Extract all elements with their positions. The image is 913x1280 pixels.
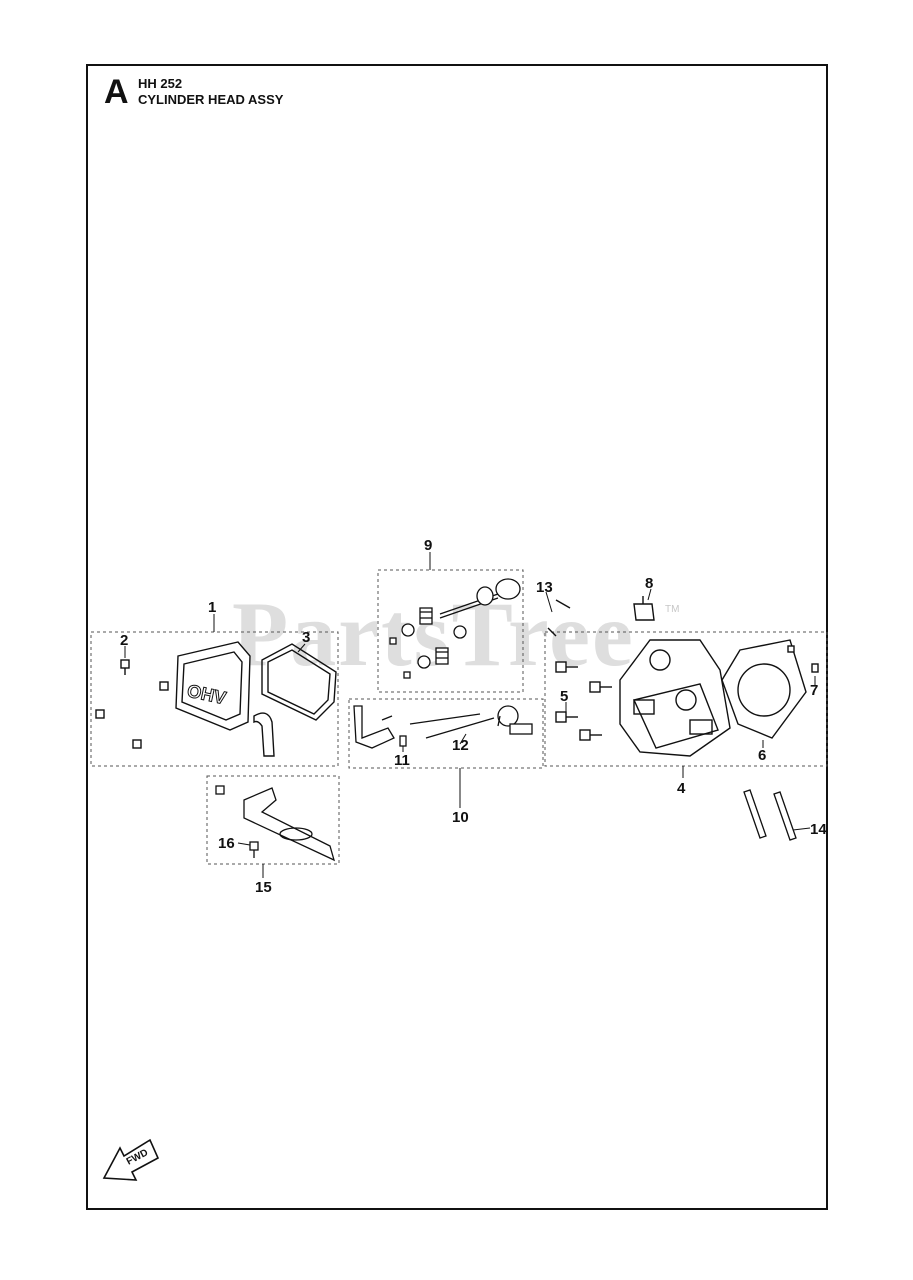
group-box-rocker (348, 698, 544, 769)
section-letter: A (104, 73, 129, 111)
callout-4: 4 (677, 780, 686, 797)
callout-8: 8 (645, 575, 654, 592)
valve-head (495, 578, 521, 600)
callout-15: 15 (255, 879, 272, 896)
callout-12: 12 (452, 737, 469, 754)
head-gasket (721, 639, 807, 739)
dowel-pins (743, 789, 797, 841)
air-deflector (243, 787, 336, 862)
valve-spring (419, 607, 449, 665)
cylinder-head (619, 639, 731, 757)
callout-2: 2 (120, 632, 129, 649)
callout-13: 13 (536, 579, 553, 596)
bolt-2 (120, 659, 130, 675)
callout-6: 6 (758, 747, 767, 764)
group-box-valves (377, 569, 524, 693)
callout-1: 1 (208, 599, 217, 616)
model-number: HH 252 (138, 76, 183, 91)
assembly-title: CYLINDER HEAD ASSY (138, 92, 284, 107)
rocker-arm (353, 705, 395, 749)
diagram-frame (86, 64, 828, 1210)
spark-plug (633, 603, 655, 621)
breather-tube (253, 712, 275, 757)
fwd-arrow-icon (102, 1138, 160, 1181)
callout-11: 11 (394, 752, 410, 769)
callout-16: 16 (218, 835, 235, 852)
valve-cover (175, 641, 251, 731)
callout-5: 5 (560, 688, 569, 705)
callout-9: 9 (424, 537, 433, 554)
group-box-valve-cover (90, 631, 339, 767)
callout-3: 3 (302, 629, 311, 646)
exhaust-valve (497, 705, 533, 735)
watermark-trademark: TM (665, 604, 680, 615)
callout-10: 10 (452, 809, 469, 826)
push-rod (409, 713, 481, 725)
callout-7: 7 (810, 682, 819, 699)
group-box-deflector (206, 775, 340, 865)
group-box-cylinder-head (544, 631, 828, 767)
valve-cover-gasket (261, 643, 337, 721)
callout-14: 14 (810, 821, 827, 838)
